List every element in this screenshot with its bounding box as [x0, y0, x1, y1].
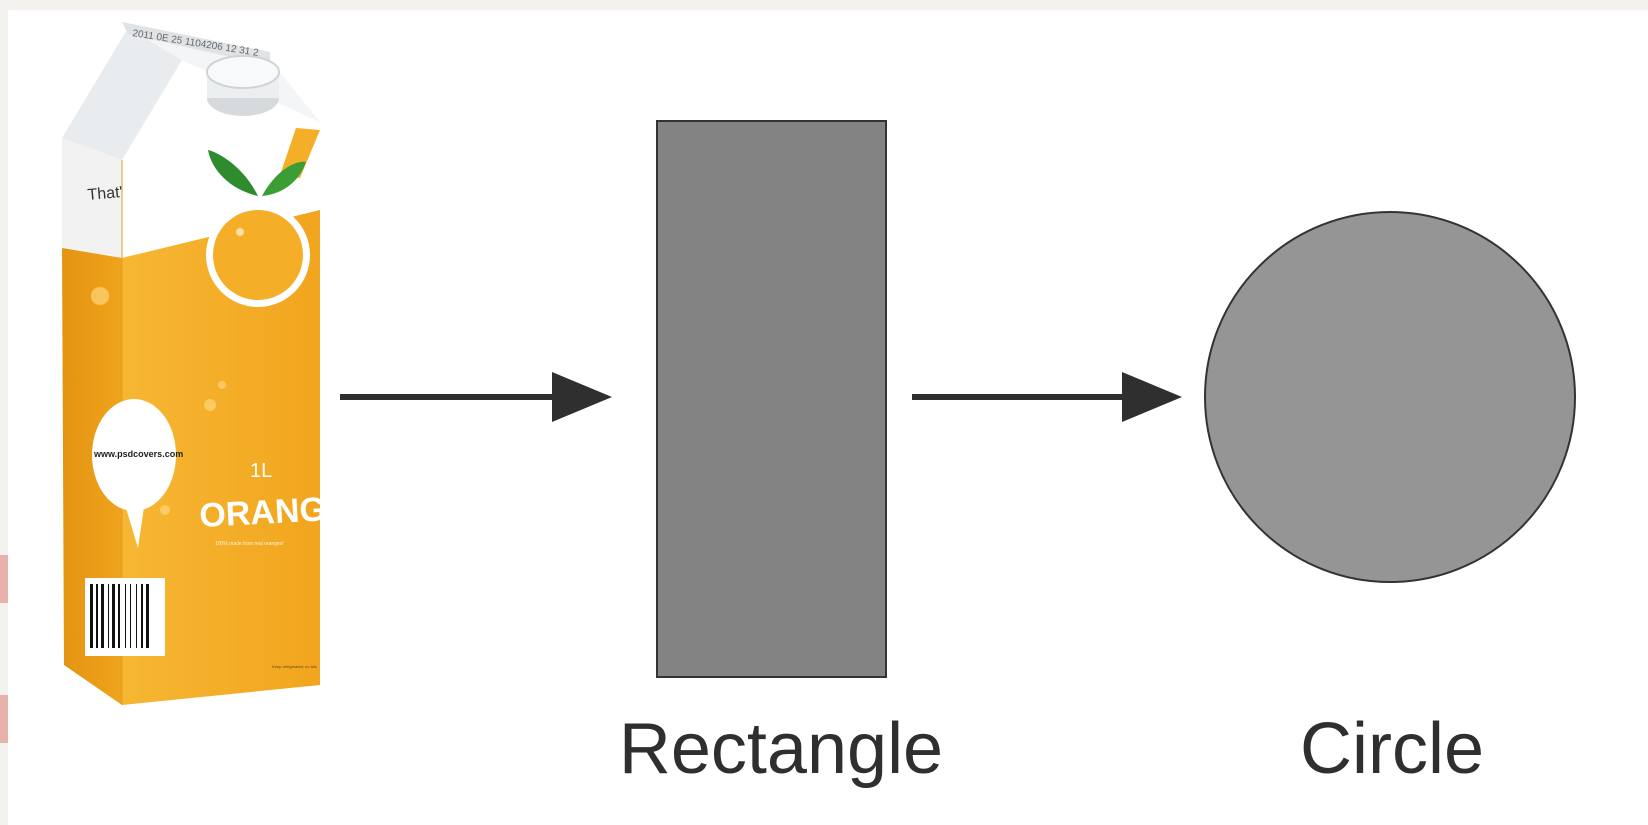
barcode-bar — [90, 584, 93, 648]
carton-top-fin — [122, 22, 270, 66]
carton-front-orange — [122, 210, 320, 705]
barcode-bar — [136, 584, 137, 648]
carton-cap — [206, 55, 280, 116]
arrow-right-icon — [912, 372, 1182, 422]
left-edge-decoration-bottom — [0, 695, 8, 743]
carton-brand-subtitle: 100% made from real oranges! — [215, 541, 284, 547]
barcode-bar — [125, 584, 126, 648]
bubble-decoration — [218, 381, 226, 389]
barcode-bar — [101, 584, 104, 648]
speech-bubble-logo: www.psdcovers.com — [92, 399, 183, 548]
rectangle-label: Rectangle — [618, 709, 944, 789]
barcode-bar — [112, 584, 115, 648]
carton-fine-print: Keep refrigerated, no lids — [272, 664, 317, 669]
circle-shape — [1204, 211, 1576, 583]
bubble-decoration — [204, 399, 216, 411]
barcode-image — [85, 578, 165, 656]
carton-volume: 1L — [250, 460, 272, 482]
barcode-bar — [130, 584, 131, 648]
left-edge-decoration-top — [0, 555, 8, 603]
bubble-decoration — [160, 505, 170, 515]
barcode-bar — [146, 584, 149, 648]
orange-fruit-icon — [206, 128, 320, 307]
barcode-bar — [108, 584, 109, 648]
carton-website: www.psdcovers.com — [93, 449, 183, 459]
rectangle-shape — [656, 120, 887, 678]
barcode-bar — [96, 584, 98, 648]
carton-gable-left — [62, 28, 182, 160]
bubble-decoration — [91, 287, 109, 305]
carton-side-white — [62, 138, 122, 258]
circle-label: Circle — [1299, 709, 1485, 789]
carton-image: 2011 0E 25 1104206 12 31 2 That's not pu… — [62, 22, 349, 705]
carton-brand: ORANGE — [198, 489, 349, 535]
carton-front-white — [122, 122, 320, 258]
barcode-bar — [141, 584, 143, 648]
barcode-bar — [118, 584, 120, 648]
arrow-right-icon — [340, 372, 612, 422]
